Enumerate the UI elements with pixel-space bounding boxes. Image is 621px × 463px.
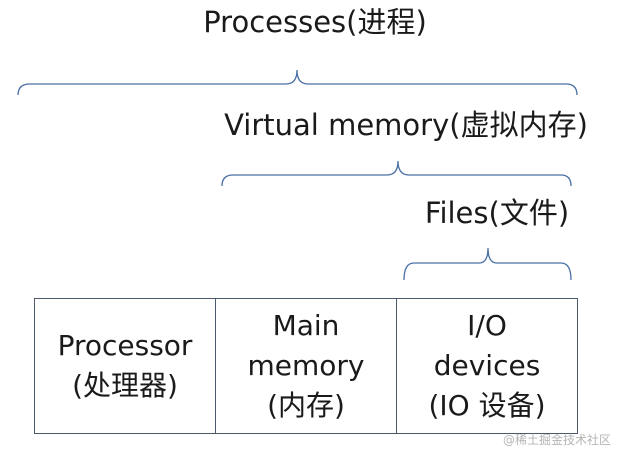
main-memory-box: Main memory (内存) — [216, 299, 397, 433]
hardware-row: Processor (处理器) Main memory (内存) I/O dev… — [34, 298, 578, 434]
processor-chinese-label: (处理器) — [72, 369, 178, 402]
main-memory-label-line2: memory — [247, 349, 365, 382]
processor-box: Processor (处理器) — [35, 299, 216, 433]
io-devices-chinese-label: (IO 设备) — [428, 389, 546, 422]
io-devices-box: I/O devices (IO 设备) — [397, 299, 577, 433]
processor-label: Processor — [57, 329, 193, 362]
processes-label: Processes(进程) — [203, 5, 427, 39]
io-devices-label-line2: devices — [433, 349, 541, 382]
watermark: @稀土掘金技术社区 — [502, 433, 611, 447]
virtual-memory-brace — [221, 160, 572, 187]
processes-brace — [17, 69, 578, 96]
files-label: Files(文件) — [424, 196, 570, 230]
files-brace — [403, 247, 572, 281]
main-memory-label-line1: Main — [272, 309, 340, 342]
virtual-memory-label: Virtual memory(虚拟内存) — [224, 108, 588, 142]
io-devices-label-line1: I/O — [467, 309, 507, 342]
main-memory-chinese-label: (内存) — [267, 389, 345, 422]
